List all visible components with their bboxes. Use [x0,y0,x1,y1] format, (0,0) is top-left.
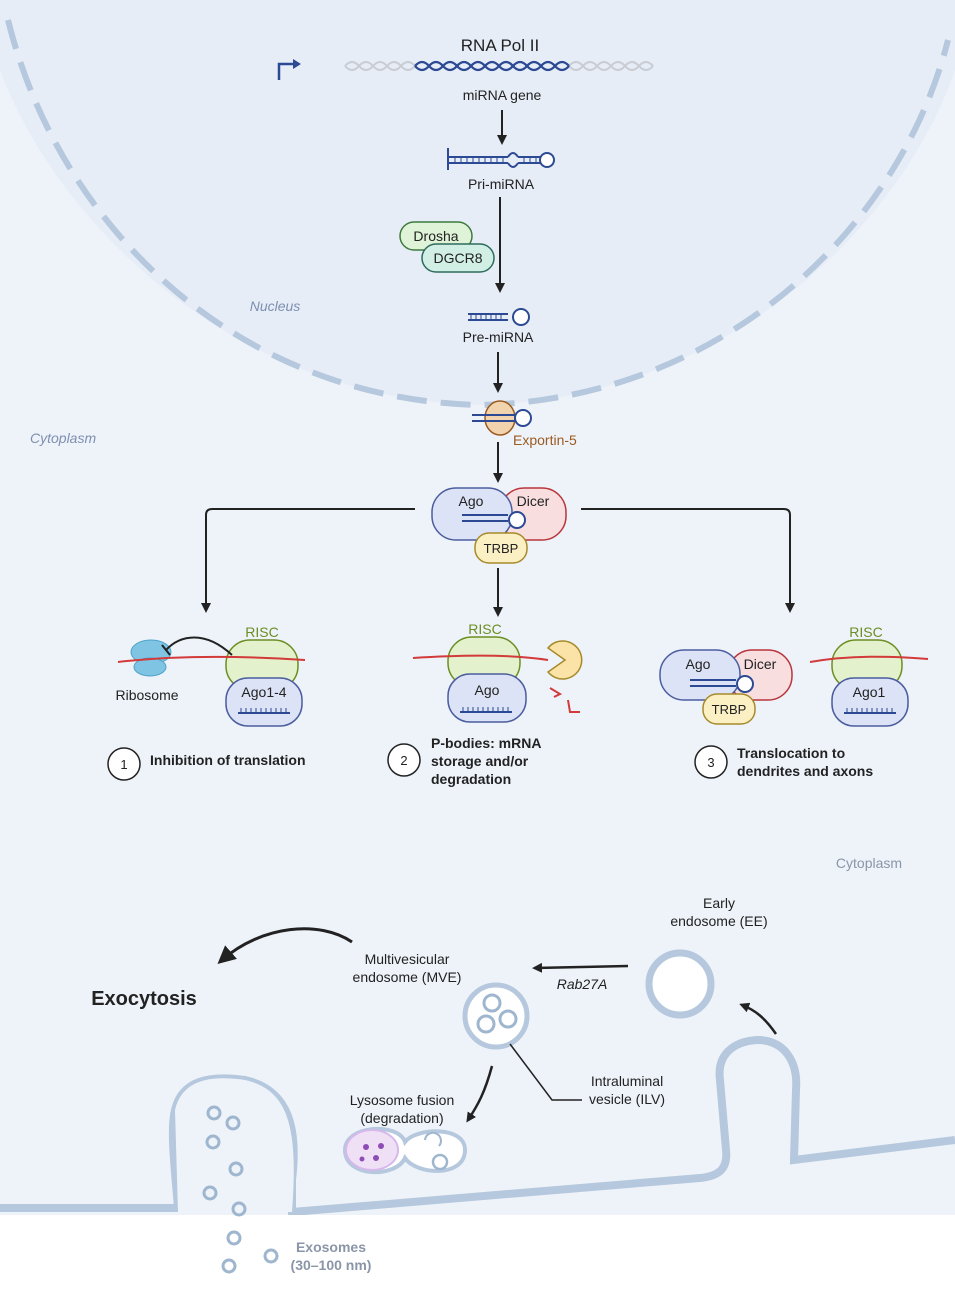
dna-helix-icon [344,60,654,72]
dgcr8-label: DGCR8 [433,250,482,266]
exosome-vesicles [202,1105,279,1274]
ilv-label-1: Intraluminal [591,1073,663,1089]
lysosome-label-1: Lysosome fusion [350,1092,455,1108]
pri-mirna-label: Pri-miRNA [468,176,535,192]
pathway-2-title-line-3: degradation [431,771,511,787]
transcription-start-icon [277,59,301,80]
pathway-2-title-line-1: P-bodies: mRNA [431,735,541,751]
trbp-label: TRBP [484,541,519,556]
ago-label-2: Ago [475,682,500,698]
pri-mirna-icon [447,148,555,170]
cytoplasm-bottom-label: Cytoplasm [836,855,902,871]
ago-dicer-trbp-complex-3 [659,649,793,725]
rna-pol-label: RNA Pol II [461,36,539,55]
ago-label-3: Ago [686,656,711,672]
risc-label-3: RISC [849,624,882,640]
pathway-1-number: 1 [120,757,127,772]
exosomes-label-1: Exosomes [296,1239,366,1255]
risc-label-2: RISC [468,621,501,637]
pathway-2-number-circle [387,743,421,777]
ribosome-label: Ribosome [115,687,178,703]
mve-label-1: Multivesicular [365,951,450,967]
exportin-5-icon [472,400,532,436]
lysosome-fusion-icon [342,1126,468,1175]
pathway-3-title-line-2: dendrites and axons [737,763,873,779]
mirna-gene-label: miRNA gene [463,87,542,103]
trbp-label-3: TRBP [712,702,747,717]
mrna-fragments-icon [549,687,580,713]
risc-complex-3 [831,639,909,727]
mrna-strand-2 [412,654,549,661]
risc-label-1: RISC [245,624,278,640]
dicer-label: Dicer [517,493,550,509]
pathway-1-number-circle [107,747,141,781]
dicer-label-3: Dicer [744,656,777,672]
exosomes-label-2: (30–100 nm) [291,1257,372,1273]
exportin-5-label: Exportin-5 [513,432,577,448]
mve-label-2: endosome (MVE) [353,969,462,985]
ago1-4-label: Ago1-4 [241,684,286,700]
ago-dicer-trbp-complex [431,487,567,564]
pathway-3-number: 3 [707,755,714,770]
lysosome-label-2: (degradation) [360,1110,443,1126]
early-endosome-label-2: endosome (EE) [670,913,767,929]
nucleus-label: Nucleus [250,298,301,314]
ago1-label: Ago1 [853,684,886,700]
pre-mirna-label: Pre-miRNA [463,329,534,345]
pathway-3-number-circle [694,745,728,779]
risc-complex-1 [225,639,303,727]
ilv-label-2: vesicle (ILV) [589,1091,665,1107]
nuclease-pacman-icon [546,640,583,680]
nucleus-region [0,0,955,405]
multivesicular-endosome [462,982,530,1050]
pathway-1-title: Inhibition of translation [150,752,306,768]
pathway-3-title-line-1: Translocation to [737,745,845,761]
mrna-strand-1 [117,655,306,663]
exocytosis-label: Exocytosis [91,988,197,1010]
dgcr8-protein [421,243,495,273]
early-endosome [645,949,715,1019]
pathway-2-number: 2 [400,753,407,768]
rab27a-label: Rab27A [557,976,608,992]
cytoplasm-top-label: Cytoplasm [30,430,96,446]
drosha-label: Drosha [413,228,458,244]
pre-mirna-icon [468,308,530,326]
risc-complex-2 [447,636,527,723]
early-endosome-label-1: Early [703,895,735,911]
pathway-2-title-line-2: storage and/or [431,753,529,769]
ago-label: Ago [459,493,484,509]
mrna-strand-3 [809,655,929,663]
